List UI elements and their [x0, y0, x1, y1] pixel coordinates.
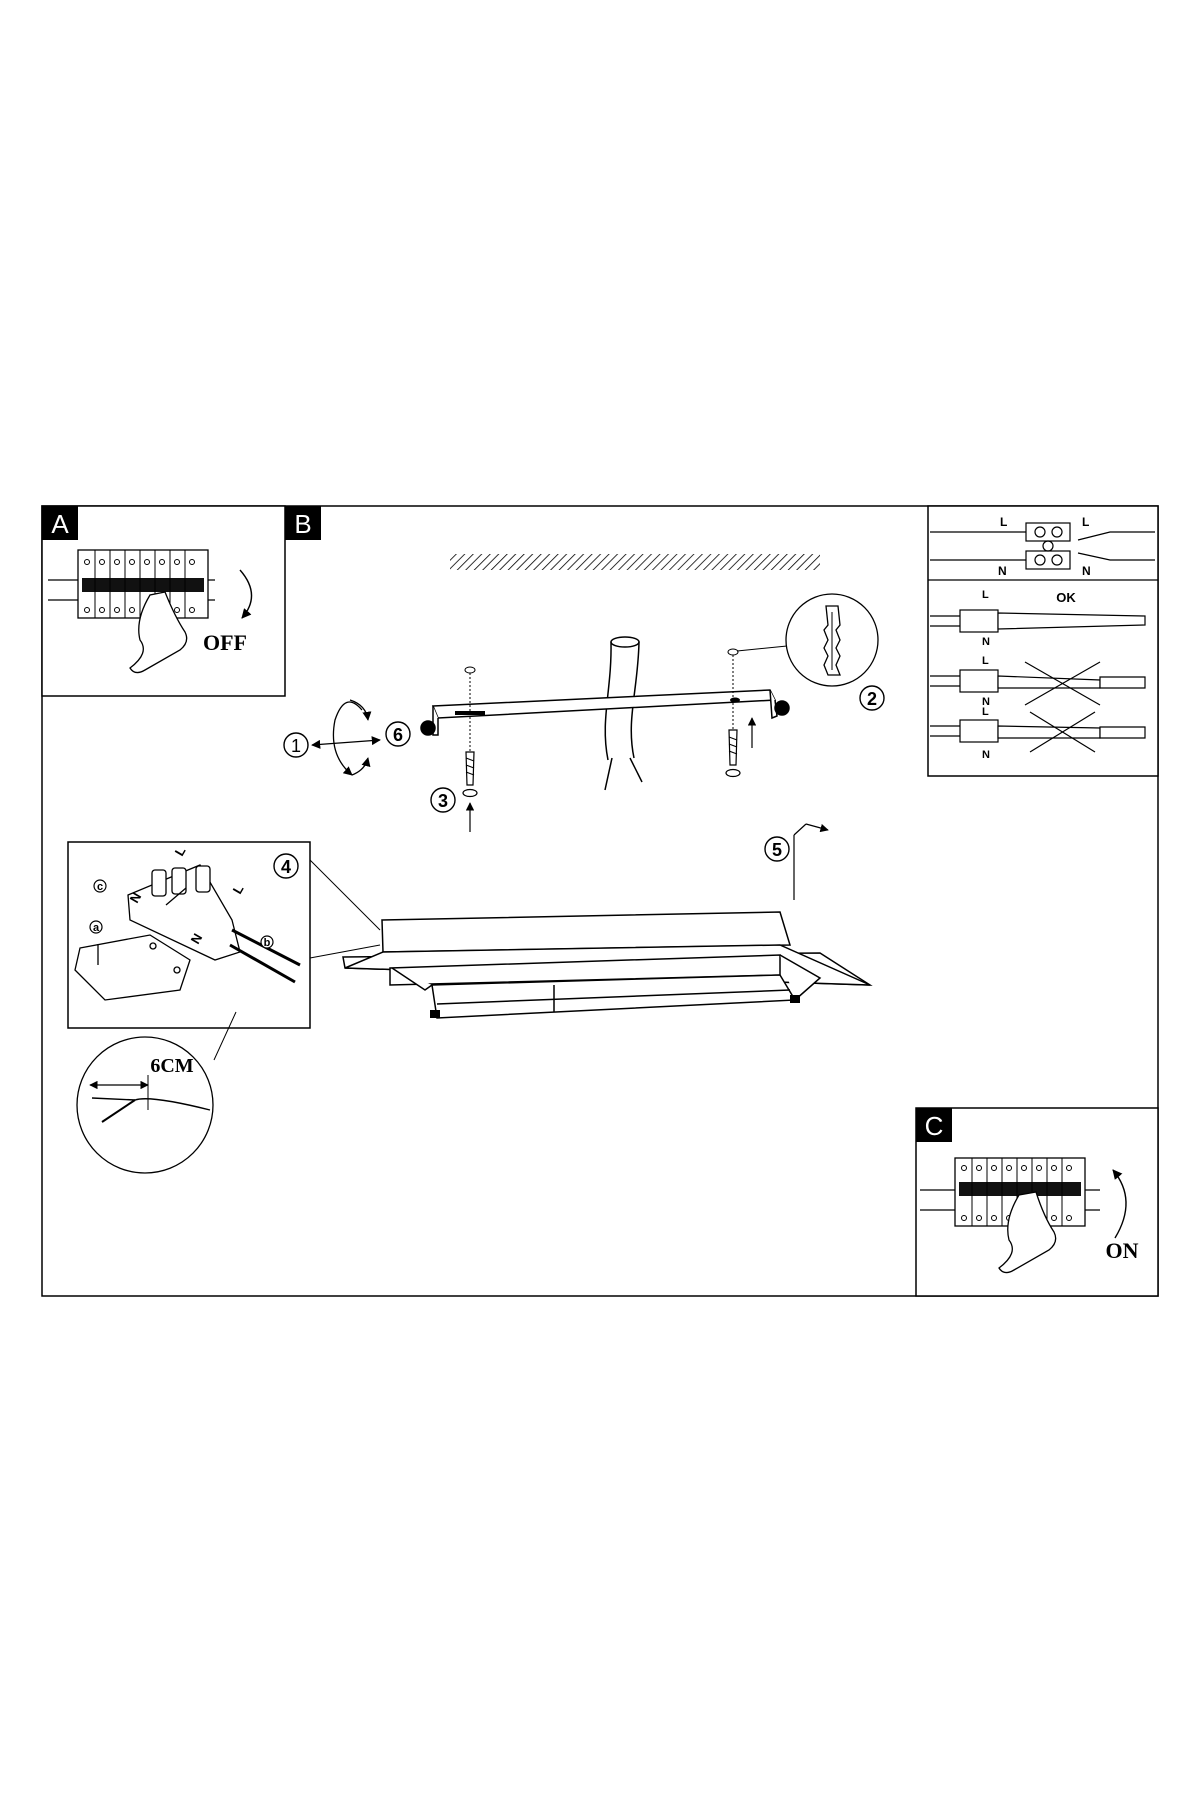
strip-length-label: 6CM — [150, 1055, 193, 1077]
step-3: 3 — [430, 787, 456, 813]
wiring-ok-label: OK — [1056, 590, 1076, 605]
turn-off-arrow-icon — [239, 569, 253, 619]
drill-mark-right — [727, 648, 739, 656]
step-2: 2 — [859, 685, 885, 711]
breaker-panel-a — [48, 549, 215, 674]
panel-a-letter: A — [51, 509, 69, 539]
luminaire — [342, 911, 873, 1019]
wiring-wrong1-l-label: L — [982, 655, 989, 667]
step-5-number: 5 — [772, 840, 782, 860]
wiring-ok-n-label: N — [982, 636, 990, 648]
screw-left — [462, 751, 478, 798]
panel-c-badge — [916, 1108, 952, 1142]
panel-c: C ON — [915, 1107, 1159, 1297]
panel-a-state-label: OFF — [203, 630, 247, 655]
mounting-bracket — [420, 689, 790, 736]
step-2-number: 2 — [867, 689, 877, 709]
panel-a-badge — [42, 506, 78, 540]
strip-length-detail: 6CM — [76, 1011, 237, 1174]
wire-connector-labels: a b c — [89, 879, 274, 949]
terminal-l-label-right: L — [1082, 515, 1089, 529]
step-6: 6 — [385, 721, 411, 747]
terminal-n-label-left: N — [998, 564, 1007, 578]
wiring-wrong1-n-label: N — [982, 696, 990, 708]
hand-icon — [129, 591, 188, 674]
power-cable — [604, 636, 643, 791]
step-1-number: 1 — [291, 736, 301, 756]
lift-arrow — [793, 823, 829, 900]
terminal-l-label-left: L — [1000, 515, 1007, 529]
step-4: 4 — [273, 853, 299, 879]
screw-right — [725, 729, 741, 778]
wiring-wrong2-l-label: L — [982, 706, 989, 718]
connector-detail: a b c N L N L — [67, 841, 311, 1029]
wiring-wrong2-n-label: N — [982, 749, 990, 761]
panel-c-letter: C — [925, 1111, 944, 1141]
panel-b-badge — [285, 506, 321, 540]
rotation-arrows — [311, 699, 381, 776]
turn-on-arrow-icon — [1112, 1169, 1127, 1239]
panel-a: A OFF — [41, 505, 286, 697]
ceiling-hatch — [450, 554, 820, 570]
terminal-n-label-right: N — [1082, 564, 1091, 578]
step-5: 5 — [764, 836, 790, 862]
step-6-number: 6 — [393, 725, 403, 745]
outer-frame — [41, 505, 1159, 1297]
wiring-ok-l-label: L — [982, 589, 989, 601]
connector-label-a: a — [93, 922, 100, 934]
wiring-reference-panel: L N L N OK L N L N — [927, 505, 1159, 777]
panel-b-letter: B — [294, 509, 311, 539]
panel-c-state-label: ON — [1106, 1238, 1139, 1263]
hand-icon — [998, 1191, 1057, 1274]
connector-label-b: b — [264, 937, 271, 949]
step-3-number: 3 — [438, 791, 448, 811]
breaker-panel-c — [920, 1157, 1100, 1274]
connector-label-c: c — [97, 881, 103, 893]
wall-plug-callout — [736, 593, 879, 687]
step-1: 1 — [283, 732, 309, 758]
drill-mark-left — [464, 666, 476, 674]
step-4-number: 4 — [281, 857, 291, 877]
